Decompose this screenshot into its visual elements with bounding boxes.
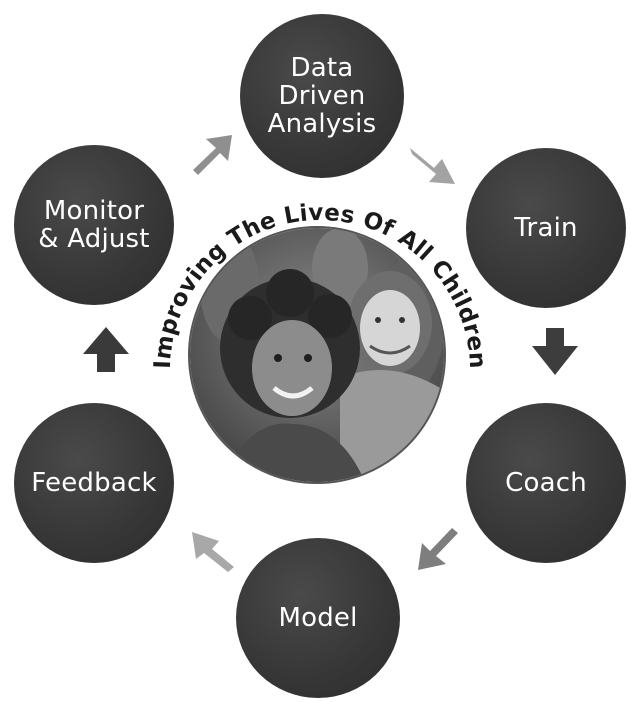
node-label: Train [514, 212, 578, 243]
node-coach: Coach [466, 403, 626, 563]
arrow-feedback-to-monitor-icon [83, 327, 129, 372]
arrow-data-to-train-icon [410, 148, 455, 184]
diagram-heading: Improving The Lives Of All Children [147, 197, 492, 372]
arrow-train-to-coach-icon [532, 328, 578, 375]
node-model: Model [236, 538, 400, 698]
node-label: Coach [505, 467, 587, 498]
node-train: Train [466, 148, 626, 308]
node-label: Data Driven Analysis [267, 52, 377, 140]
arrow-coach-to-model-icon [418, 528, 458, 570]
arrow-model-to-feedback-icon [192, 532, 234, 572]
arrow-monitor-to-data-icon [193, 135, 232, 175]
node-feedback: Feedback [14, 403, 174, 563]
children-photo [188, 226, 446, 484]
node-monitor-adjust: Monitor & Adjust [14, 145, 174, 305]
node-data-driven-analysis: Data Driven Analysis [240, 14, 404, 178]
svg-text:Improving The Lives Of All Chi: Improving The Lives Of All Children [150, 200, 490, 370]
node-label: Monitor & Adjust [38, 195, 150, 254]
node-label: Feedback [31, 467, 157, 498]
node-label: Model [278, 602, 358, 633]
